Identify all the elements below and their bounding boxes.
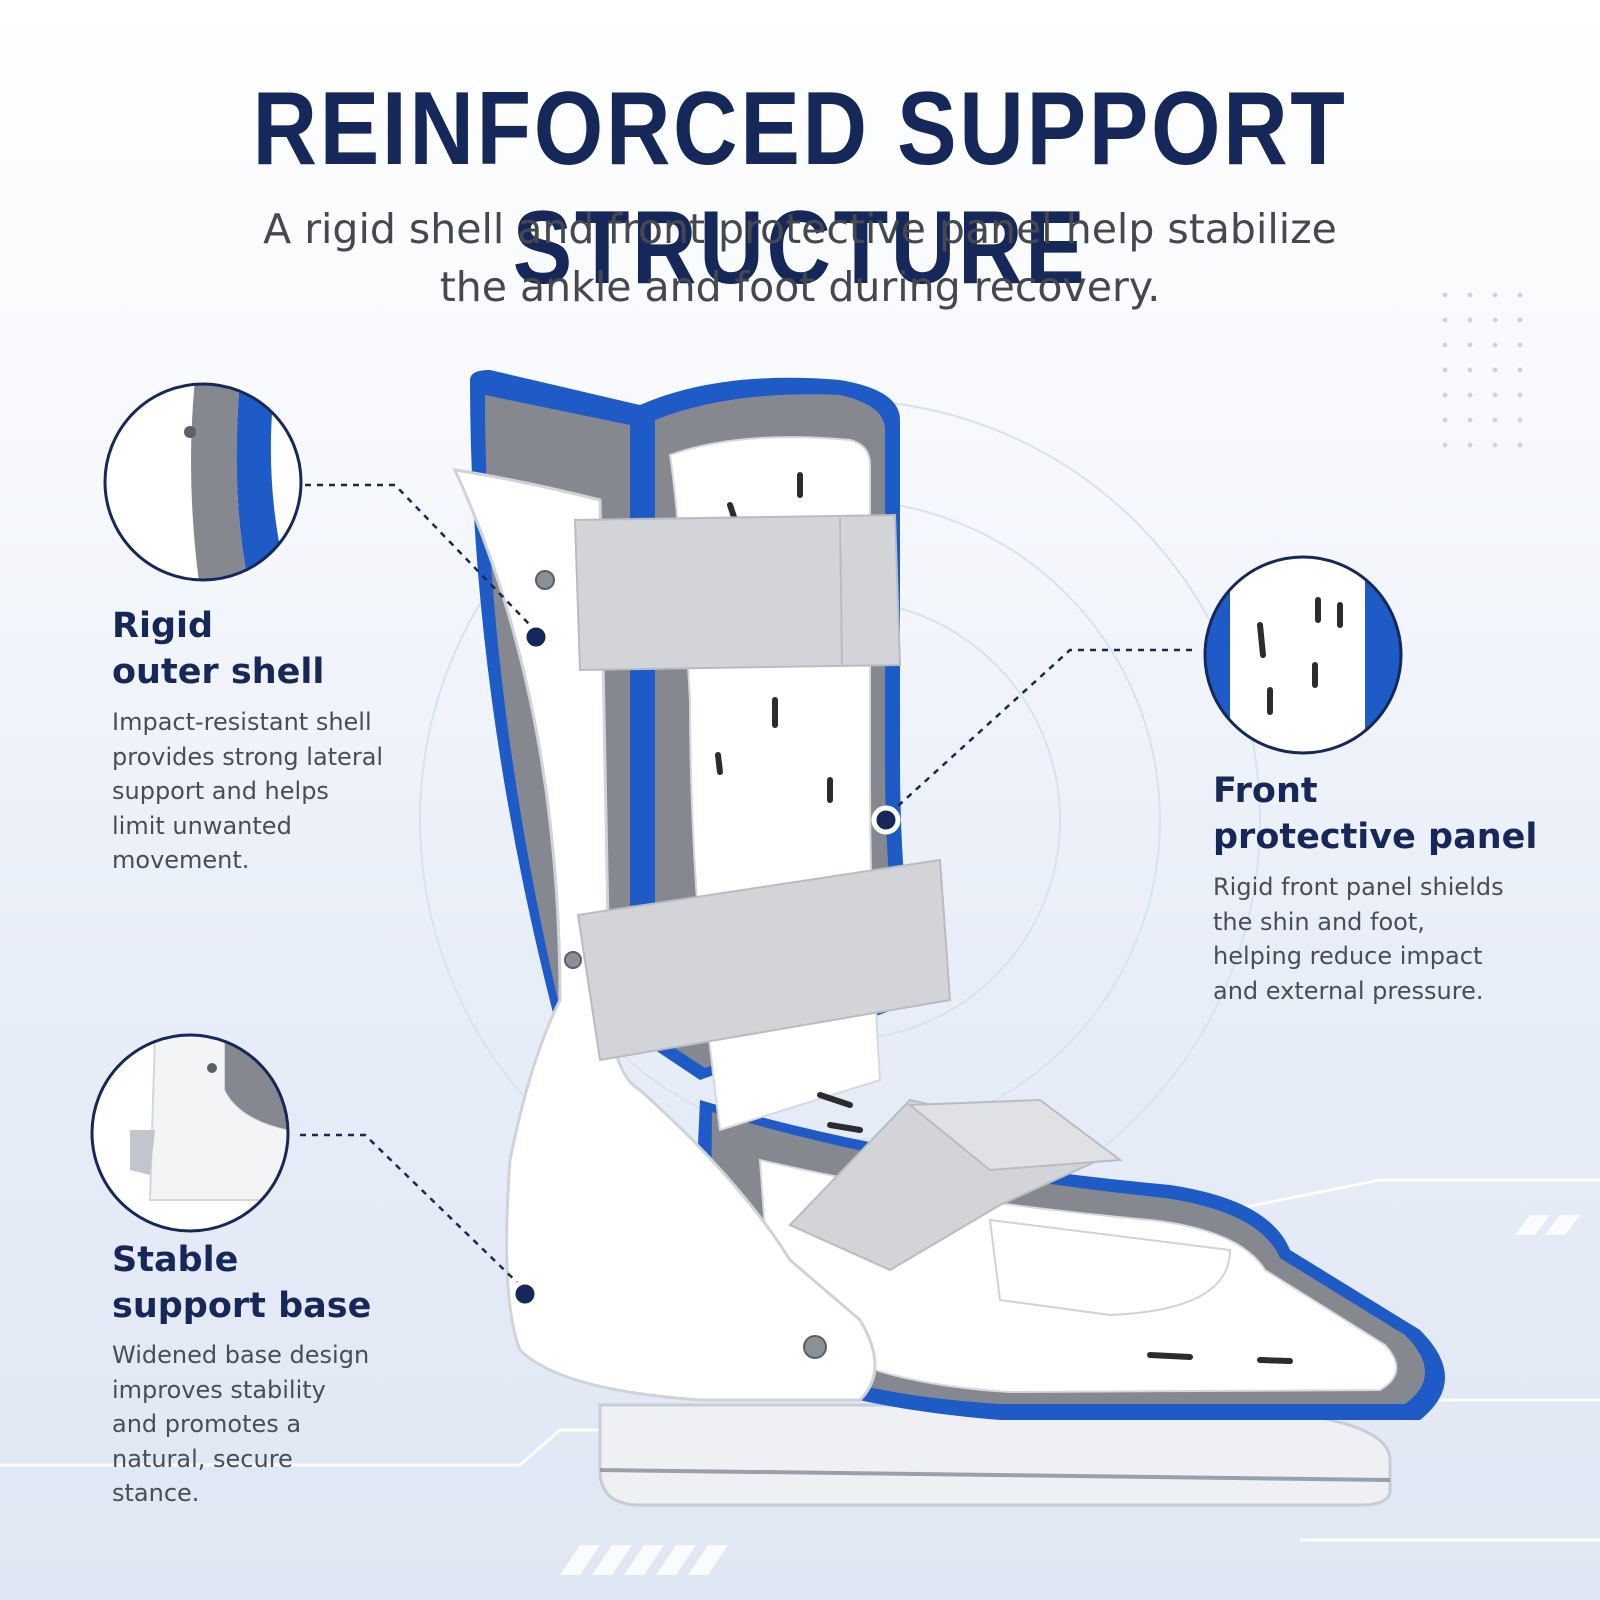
support-base-title-line-1: Stable (112, 1240, 239, 1280)
front-panel-detail (1205, 557, 1401, 753)
front-panel-title-line-2: protective panel (1213, 817, 1538, 857)
rigid-shell-description: Impact-resistant shell provides strong l… (112, 708, 384, 874)
front-panel-marker (871, 805, 901, 835)
page-title: REINFORCED SUPPORT STRUCTURE (252, 71, 1348, 306)
front-panel-title: Front protective panel (1213, 768, 1537, 860)
front-panel-title-line-1: Front (1213, 771, 1318, 811)
rigid-shell-detail (105, 384, 301, 580)
support-base-title: Stable support base (112, 1237, 371, 1329)
rigid-shell-title-line-1: Rigid (112, 606, 214, 646)
support-base-title-line-2: support base (112, 1286, 372, 1326)
rigid-shell-title: Rigid outer shell (112, 603, 324, 695)
subtitle-line-2: the ankle and foot during recovery. (439, 263, 1161, 311)
front-panel-description: Rigid front panel shields the shin and f… (1213, 873, 1504, 1005)
rigid-shell-title-line-2: outer shell (112, 652, 325, 692)
stripe-decor (560, 1215, 1580, 1575)
subtitle: A rigid shell and front protective panel… (200, 200, 1400, 316)
rigid-shell-marker (521, 622, 551, 652)
subtitle-line-1: A rigid shell and front protective panel… (263, 205, 1337, 253)
support-base-marker (510, 1279, 540, 1309)
dot-grid-decor (1442, 292, 1523, 448)
support-base-description: Widened base design improves stability a… (112, 1341, 370, 1507)
